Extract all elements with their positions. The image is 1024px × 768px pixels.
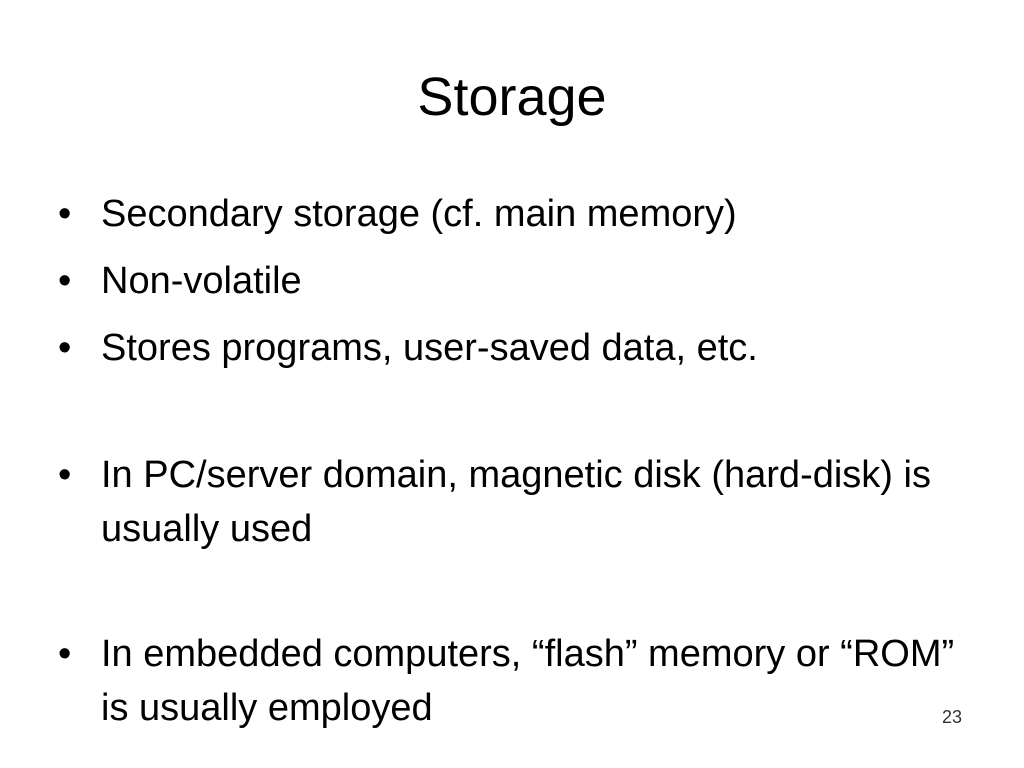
- slide-title: Storage: [417, 67, 607, 127]
- slide-number: 23: [941, 707, 962, 727]
- bullet-marker: •: [58, 454, 72, 496]
- bullet-marker: •: [58, 260, 72, 302]
- bullet-marker: •: [58, 633, 72, 675]
- bullet-text: Stores programs, user-saved data, etc.: [101, 327, 758, 369]
- bullet-text: In PC/server domain, magnetic disk (hard…: [101, 454, 931, 550]
- bullet-text: Non-volatile: [101, 260, 302, 302]
- bullet-text: Secondary storage (cf. main memory): [101, 193, 737, 235]
- bullet-marker: •: [58, 327, 72, 369]
- bullet-marker: •: [58, 193, 72, 235]
- bullet-text: In embedded computers, “flash” memory or…: [101, 633, 955, 729]
